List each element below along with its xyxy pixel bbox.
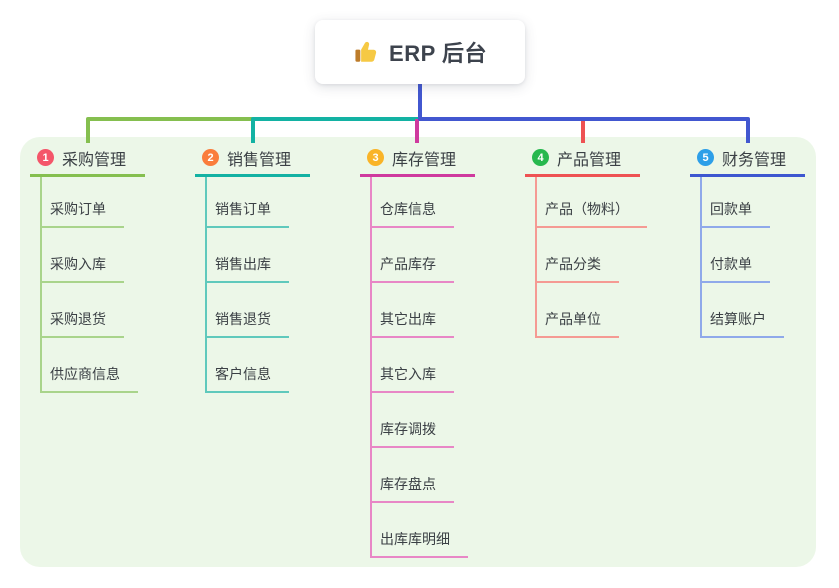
child-node[interactable]: 销售出库	[207, 228, 289, 283]
branch-number-badge: 1	[37, 149, 54, 166]
branch-purchase-children: 采购订单 采购入库 采购退货 供应商信息	[40, 177, 138, 393]
child-node[interactable]: 其它出库	[372, 283, 454, 338]
root-node-erp[interactable]: ERP 后台	[315, 20, 525, 84]
branch-label: 采购管理	[62, 151, 127, 169]
branch-inventory-children: 仓库信息 产品库存 其它出库 其它入库 库存调拨 库存盘点 出库库明细	[370, 177, 468, 558]
branch-inventory: 3 库存管理 仓库信息 产品库存 其它出库 其它入库 库存调拨 库存盘点 出库库…	[360, 147, 486, 558]
branch-label: 库存管理	[392, 151, 457, 169]
branch-product-children: 产品（物料） 产品分类 产品单位	[535, 177, 647, 338]
branch-sales: 2 销售管理 销售订单 销售出库 销售退货 客户信息	[195, 147, 321, 393]
child-node[interactable]: 出库库明细	[372, 503, 468, 558]
branches-panel	[20, 137, 816, 567]
root-node-label: ERP 后台	[389, 41, 487, 66]
branch-number-badge: 5	[697, 149, 714, 166]
child-node[interactable]: 仓库信息	[372, 177, 454, 228]
branch-label: 财务管理	[722, 151, 787, 169]
child-node[interactable]: 客户信息	[207, 338, 289, 393]
branch-purchase-header[interactable]: 1 采购管理	[30, 147, 145, 177]
child-node[interactable]: 采购订单	[42, 177, 124, 228]
child-node[interactable]: 产品库存	[372, 228, 454, 283]
child-node[interactable]: 采购退货	[42, 283, 124, 338]
child-node[interactable]: 库存调拨	[372, 393, 454, 448]
child-node[interactable]: 其它入库	[372, 338, 454, 393]
branch-finance-children: 回款单 付款单 结算账户	[700, 177, 784, 338]
root-connector	[418, 84, 750, 143]
branch-label: 销售管理	[227, 151, 292, 169]
child-node[interactable]: 库存盘点	[372, 448, 454, 503]
child-node[interactable]: 采购入库	[42, 228, 124, 283]
child-node[interactable]: 回款单	[702, 177, 770, 228]
child-node[interactable]: 销售订单	[207, 177, 289, 228]
child-node[interactable]: 销售退货	[207, 283, 289, 338]
branch-label: 产品管理	[557, 151, 622, 169]
branch-sales-header[interactable]: 2 销售管理	[195, 147, 310, 177]
branch-inventory-header[interactable]: 3 库存管理	[360, 147, 475, 177]
branch-purchase: 1 采购管理 采购订单 采购入库 采购退货 供应商信息	[30, 147, 156, 393]
branch-sales-children: 销售订单 销售出库 销售退货 客户信息	[205, 177, 289, 393]
child-node[interactable]: 产品单位	[537, 283, 619, 338]
branch-product: 4 产品管理 产品（物料） 产品分类 产品单位	[525, 147, 651, 338]
branch-number-badge: 2	[202, 149, 219, 166]
branch-number-badge: 4	[532, 149, 549, 166]
child-node[interactable]: 供应商信息	[42, 338, 138, 393]
branch-number-badge: 3	[367, 149, 384, 166]
branch-product-header[interactable]: 4 产品管理	[525, 147, 640, 177]
child-node[interactable]: 产品（物料）	[537, 177, 647, 228]
child-node[interactable]: 产品分类	[537, 228, 619, 283]
child-node[interactable]: 结算账户	[702, 283, 784, 338]
child-node[interactable]: 付款单	[702, 228, 770, 283]
thumbs-up-icon	[353, 39, 379, 65]
branch-finance-header[interactable]: 5 财务管理	[690, 147, 805, 177]
branch-finance: 5 财务管理 回款单 付款单 结算账户	[690, 147, 816, 338]
